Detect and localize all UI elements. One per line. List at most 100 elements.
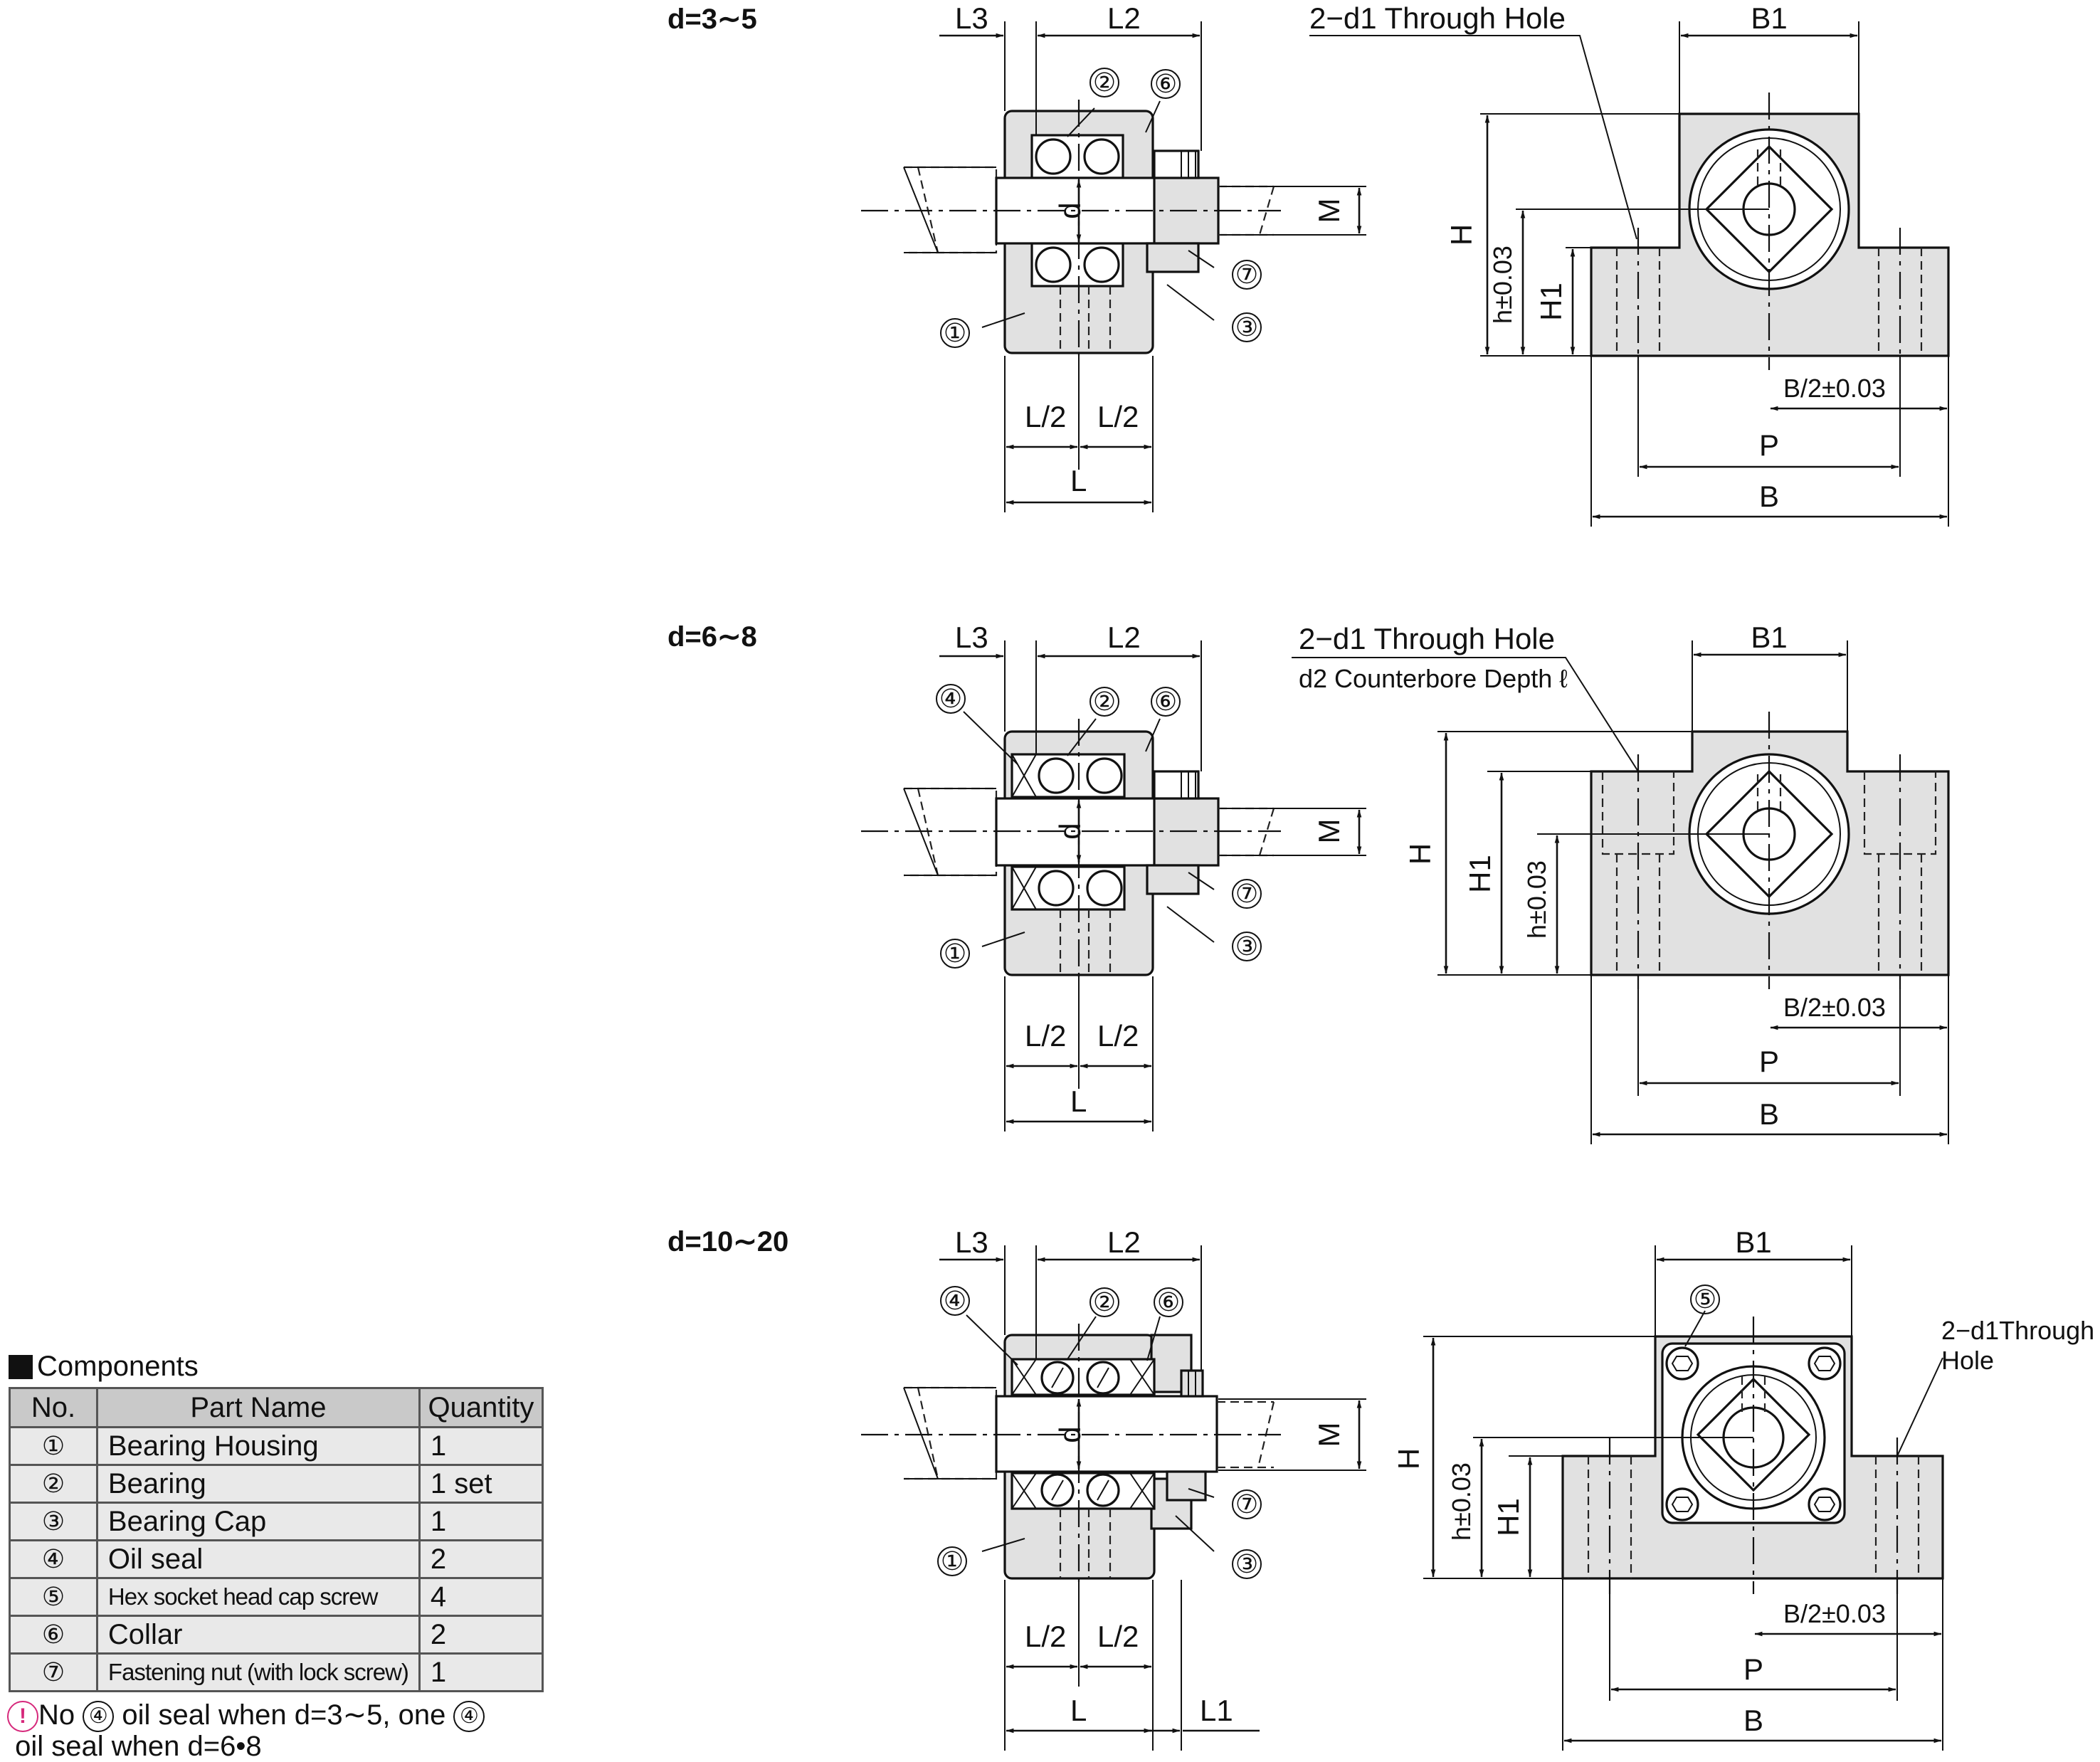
header-no: No. [9,1387,98,1428]
row-part-name: Collar [95,1615,421,1655]
callout-1-d10-20: ① [941,1546,964,1576]
row-part-name: Oil seal [95,1539,421,1579]
dim-B-d10-20: B [1743,1704,1763,1737]
dim-L3-d3-5: L3 [955,1,988,35]
oil-seal-note: !No ④ oil seal when d=3∼5, one ④ oil sea… [7,1701,576,1761]
row-quantity: 4 [418,1577,544,1617]
dim-B-half-d6-8: B/2±0.03 [1783,993,1886,1022]
dim-L-half-left-d10-20: L/2 [1025,1620,1066,1653]
row-part-name: Hex socket head cap screw [95,1577,421,1617]
row-quantity: 1 [418,1426,544,1466]
dim-B1-d3-5: B1 [1751,1,1787,35]
dim-d-d6-8: d [1053,823,1087,839]
callout-3-d6-8: ③ [1235,932,1258,961]
row-no: ② [9,1464,98,1504]
dim-M-d10-20: M [1312,1423,1346,1447]
dim-L-d6-8: L [1070,1085,1087,1118]
dim-B1-d6-8: B1 [1751,621,1787,654]
dim-M-d3-5: M [1312,199,1346,223]
section-title-d3-5: d=3∼5 [668,4,757,35]
warning-pin-icon: ! [7,1701,38,1733]
note-part2: oil seal when d=3∼5, one [122,1699,446,1731]
header-part-name: Part Name [95,1387,421,1428]
dim-h-d10-20: h±0.03 [1447,1462,1476,1541]
dim-P-d3-5: P [1759,428,1779,462]
dim-L3-d6-8: L3 [955,621,988,654]
section-title-d10-20: d=10∼20 [668,1226,788,1257]
callout-6-d6-8: ⑥ [1154,687,1177,716]
dim-B-half-d3-5: B/2±0.03 [1783,374,1886,403]
dim-L3-d10-20: L3 [955,1225,988,1259]
callout-2-d3-5: ② [1093,68,1116,97]
dim-L2-d3-5: L2 [1107,1,1141,35]
row-no: ① [9,1426,98,1466]
note-circle-4-icon: ④ [83,1701,115,1733]
dim-H-d10-20: H [1392,1448,1425,1470]
dim-B-half-d10-20: B/2±0.03 [1783,1599,1886,1628]
through-hole-label-line2-d10-20: Hole [1941,1346,1994,1375]
through-hole-label-d3-5: 2−d1 Through Hole [1309,1,1566,35]
table-row: ⑦ Fastening nut (with lock screw) 1 [9,1652,544,1692]
dim-L1-d10-20: L1 [1200,1694,1233,1727]
dim-L2-d10-20: L2 [1107,1225,1141,1259]
dim-H1-d10-20: H1 [1492,1498,1525,1536]
dim-H-d3-5: H [1445,224,1478,246]
row-no: ⑥ [9,1615,98,1655]
dim-d-d10-20: d [1053,1426,1087,1442]
row-no: ③ [9,1502,98,1541]
side-view-d10-20: d M L3 L2 L/2 L/2 L L1 ④ ② ⑥ ⑦ ③ ① [861,1225,1366,1751]
callout-2-d6-8: ② [1093,687,1116,716]
counterbore-label-d6-8: d2 Counterbore Depth ℓ [1299,664,1568,693]
note-part1: No [38,1699,75,1731]
row-part-name: Bearing Cap [95,1502,421,1541]
components-title: Components [37,1351,199,1382]
table-row: ② Bearing 1 set [9,1464,544,1504]
callout-6-d3-5: ⑥ [1154,69,1177,98]
square-bullet-icon [9,1354,33,1379]
row-part-name: Fastening nut (with lock screw) [95,1652,421,1692]
through-hole-label-line1-d10-20: 2−d1Through [1941,1316,2094,1345]
section-d3-5: d=3∼5 d M [668,1,1950,527]
table-row: ① Bearing Housing 1 [9,1426,544,1466]
callout-5-d10-20: ⑤ [1694,1284,1716,1314]
callout-2-d10-20: ② [1093,1287,1116,1317]
dim-P-d10-20: P [1743,1652,1763,1686]
callout-4-d6-8: ④ [939,684,962,713]
dim-H-d6-8: H [1403,843,1437,865]
side-view-d3-5: d M L3 L2 L/2 L/2 L ② ⑥ ⑦ ③ ① [861,1,1366,512]
dim-L-d10-20: L [1070,1694,1087,1727]
row-quantity: 2 [418,1615,544,1655]
dim-L-half-right-d3-5: L/2 [1097,400,1139,433]
callout-7-d10-20: ⑦ [1235,1489,1258,1519]
dim-h-d6-8: h±0.03 [1522,860,1551,939]
components-heading: Components [9,1351,556,1383]
dim-d-d3-5: d [1053,202,1087,218]
row-no: ⑦ [9,1652,98,1692]
note-part3: oil seal when d=6•8 [15,1731,262,1762]
callout-4-d10-20: ④ [944,1286,966,1315]
header-quantity: Quantity [418,1387,544,1428]
dim-H1-d6-8: H1 [1463,855,1497,893]
callout-3-d10-20: ③ [1235,1549,1258,1578]
note-circle-4b-icon: ④ [453,1701,485,1733]
dim-L-half-left-d6-8: L/2 [1025,1019,1066,1053]
table-row: ④ Oil seal 2 [9,1539,544,1579]
dim-h-d3-5: h±0.03 [1488,246,1517,324]
dim-L2-d6-8: L2 [1107,621,1141,654]
table-row: ⑤ Hex socket head cap screw 4 [9,1577,544,1617]
callout-6-d10-20: ⑥ [1157,1287,1180,1317]
front-view-d3-5: B1 2−d1 Through Hole H h±0.03 H1 B/2±0.0… [1309,1,1950,527]
callout-1-d3-5: ① [944,318,966,347]
callout-7-d6-8: ⑦ [1235,879,1258,908]
front-view-d10-20: B1 ⑤ 2−d1Through Hole H h±0.03 H1 B/2±0.… [1392,1225,2094,1751]
section-title-d6-8: d=6∼8 [668,621,757,653]
row-quantity: 1 set [418,1464,544,1504]
components-table: No. Part Name Quantity ① Bearing Housing… [9,1387,544,1692]
row-quantity: 2 [418,1539,544,1579]
dim-B1-d10-20: B1 [1735,1225,1771,1259]
dim-B-d6-8: B [1759,1097,1779,1131]
side-view-d6-8: d M L3 L2 L/2 L/2 L ④ ② ⑥ ⑦ ③ ① [861,621,1366,1131]
through-hole-label-d6-8: 2−d1 Through Hole [1299,622,1555,655]
dim-L-d3-5: L [1070,464,1087,497]
